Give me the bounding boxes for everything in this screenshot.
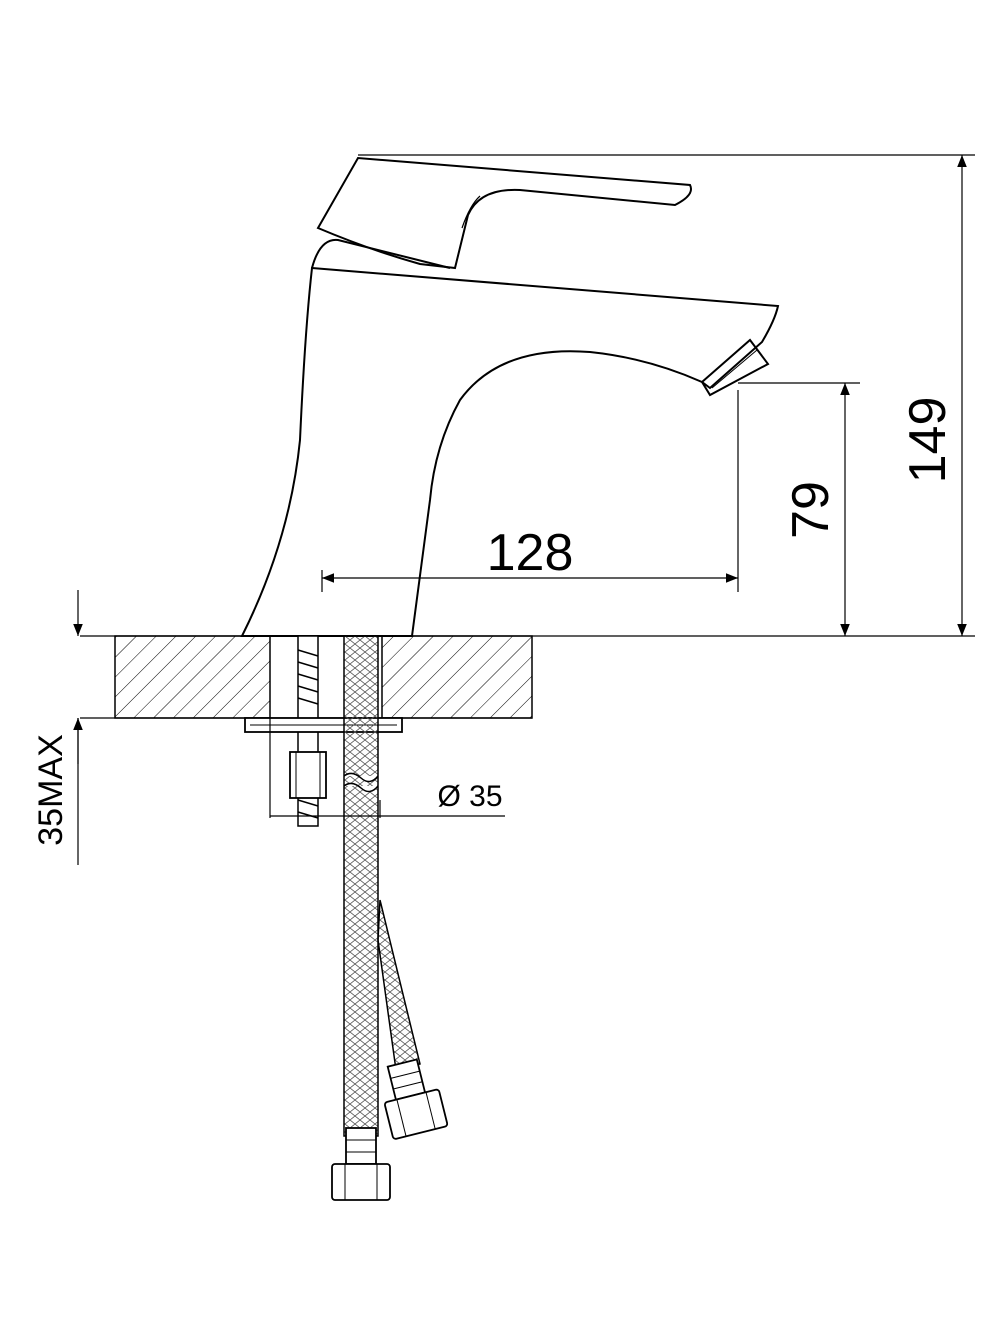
mount-thickness-label: 35MAX — [32, 734, 70, 846]
countertop-section — [80, 635, 975, 719]
faucet-aerator — [700, 338, 770, 397]
countertop-right-hatch — [381, 635, 533, 719]
faucet-lever-handle — [316, 156, 692, 270]
dimension-lines — [73, 154, 975, 865]
braided-hose-secondary — [377, 899, 421, 1071]
mounting-nut — [289, 751, 327, 799]
total-height-label: 149 — [899, 397, 957, 484]
faucet-spout-body — [240, 266, 780, 637]
hose-fitting-secondary — [384, 1058, 449, 1140]
faucet-lever-base — [311, 238, 451, 269]
dimension-labels: 149 79 128 35MAX Ø 35 — [32, 397, 957, 846]
mounting-hardware — [244, 635, 449, 1201]
hole-diameter-label: Ø 35 — [437, 780, 502, 813]
faucet-body — [240, 156, 780, 637]
spout-height-label: 79 — [782, 481, 840, 539]
spout-reach-label: 128 — [487, 524, 574, 582]
hose-fitting-main — [331, 1127, 391, 1201]
countertop-left-hatch — [114, 635, 271, 719]
braided-hose-main — [343, 635, 379, 1137]
